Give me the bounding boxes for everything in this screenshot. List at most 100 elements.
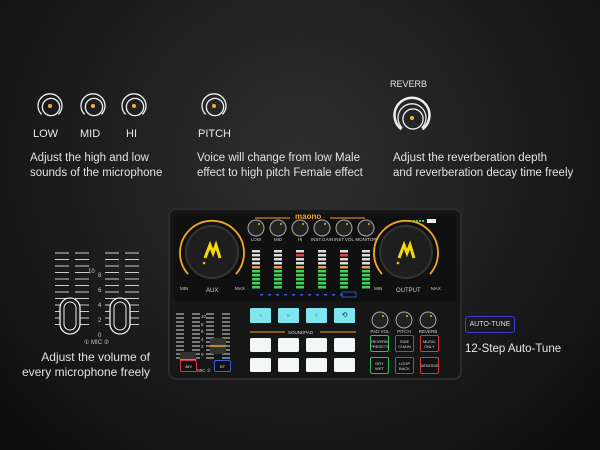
meter-segment xyxy=(252,286,260,289)
reverb-label: REVERB xyxy=(390,79,428,89)
top-knob-label: HI xyxy=(297,237,303,242)
meter-segment xyxy=(252,278,260,281)
mic-scale-label: 4 xyxy=(98,303,102,309)
soundpad-label: SOUNDPAD xyxy=(288,330,314,335)
meter-segment xyxy=(252,270,260,273)
meter-segment xyxy=(252,250,260,253)
meter-segment xyxy=(296,270,304,273)
right-knob[interactable] xyxy=(419,311,437,329)
top-knob-label: MONITOR xyxy=(355,237,377,242)
meter-segment xyxy=(340,258,348,261)
sound-pad[interactable] xyxy=(250,338,271,352)
meter-segment xyxy=(362,262,370,265)
right-knob[interactable] xyxy=(395,311,413,329)
pad-label: C xyxy=(314,313,319,318)
meter-segment xyxy=(296,274,304,277)
top-knob-label: INST.VOL xyxy=(333,237,354,242)
top-knob-3[interactable] xyxy=(313,219,331,237)
meter-segment xyxy=(318,274,326,277)
sample-pad[interactable] xyxy=(334,308,355,323)
meter-segment xyxy=(318,250,326,253)
brand-logo: maono xyxy=(295,212,322,221)
meter-segment xyxy=(340,286,348,289)
meter-segment xyxy=(274,274,282,277)
sound-pad[interactable] xyxy=(306,338,327,352)
meter-segment xyxy=(296,262,304,265)
meter-segment xyxy=(318,286,326,289)
mic-scale-label: 10 xyxy=(88,269,95,275)
meter-segment xyxy=(252,274,260,277)
device-button[interactable]: MUSIC ONLY xyxy=(420,335,439,352)
right-knob[interactable] xyxy=(371,311,389,329)
meter-segment xyxy=(318,262,326,265)
meter-segment xyxy=(340,250,348,253)
sample-pad[interactable] xyxy=(306,308,327,323)
output-max-label: MAX xyxy=(431,286,441,291)
meter-segment xyxy=(340,278,348,281)
meter-segment xyxy=(362,254,370,257)
meter-segment xyxy=(318,254,326,257)
top-knob-1[interactable] xyxy=(269,219,287,237)
meter-segment xyxy=(362,274,370,277)
meter-segment xyxy=(296,286,304,289)
aux-max-label: MAX xyxy=(235,286,245,291)
top-knob-5[interactable] xyxy=(357,219,375,237)
meter-segment xyxy=(296,278,304,281)
sound-pad[interactable] xyxy=(334,338,355,352)
sample-pad[interactable] xyxy=(278,308,299,323)
low-label: LOW xyxy=(33,128,59,140)
sample-pad[interactable] xyxy=(250,308,271,323)
sound-pad[interactable] xyxy=(278,358,299,372)
sound-pad[interactable] xyxy=(306,358,327,372)
sound-pad[interactable] xyxy=(250,358,271,372)
hi-knob-icon xyxy=(121,93,147,117)
device-button[interactable]: DRY WET xyxy=(370,357,389,374)
bt-button[interactable]: BT xyxy=(214,360,231,372)
right-knob-label: REVERB xyxy=(418,329,438,334)
meter-segment xyxy=(274,286,282,289)
fader-scale-label: 10 xyxy=(201,314,207,319)
sound-pad[interactable] xyxy=(334,358,355,372)
hi-label: HI xyxy=(126,128,137,140)
meter-segment xyxy=(318,282,326,285)
sound-pad[interactable] xyxy=(278,338,299,352)
48v-button[interactable]: 48V xyxy=(180,360,197,372)
meter-segment xyxy=(340,266,348,269)
maono-logo-icon xyxy=(203,240,222,259)
mic-fader-knob-2[interactable] xyxy=(109,297,131,335)
device-button[interactable]: DENOISE xyxy=(420,357,439,374)
device-mic-label: ① MIC ② xyxy=(192,368,211,373)
reverb-knob-icon xyxy=(393,96,431,131)
autotune-description: 12-Step Auto-Tune xyxy=(465,343,562,355)
aux-label: AUX xyxy=(206,288,219,294)
meter-segment xyxy=(340,262,348,265)
meter-segment xyxy=(274,282,282,285)
meter-segment xyxy=(252,254,260,257)
meter-segment xyxy=(318,270,326,273)
meter-segment xyxy=(274,262,282,265)
device-button[interactable]: REVERB PRESETS xyxy=(370,335,389,352)
meter-segment xyxy=(340,270,348,273)
low-knob-icon xyxy=(37,93,63,117)
meter-segment xyxy=(252,262,260,265)
device-graphics xyxy=(176,217,439,372)
device-button[interactable]: SIDE CHAIN xyxy=(395,335,414,352)
meter-segment xyxy=(252,258,260,261)
meter-segment xyxy=(340,274,348,277)
device-button[interactable]: LOOP BACK xyxy=(395,357,414,374)
aux-min-label: MIN xyxy=(180,286,189,291)
top-knob-2[interactable] xyxy=(291,219,309,237)
fader-scale-label: 6 xyxy=(201,329,204,334)
top-knob-0[interactable] xyxy=(247,219,265,237)
fader-scale-label: 0 xyxy=(201,351,204,357)
mic-fader-knob-1[interactable] xyxy=(59,297,81,335)
meter-segment xyxy=(340,282,348,285)
meter-segment xyxy=(318,258,326,261)
meter-segment xyxy=(362,250,370,253)
meter-segment xyxy=(252,266,260,269)
meter-segment xyxy=(362,258,370,261)
top-knob-4[interactable] xyxy=(335,219,353,237)
